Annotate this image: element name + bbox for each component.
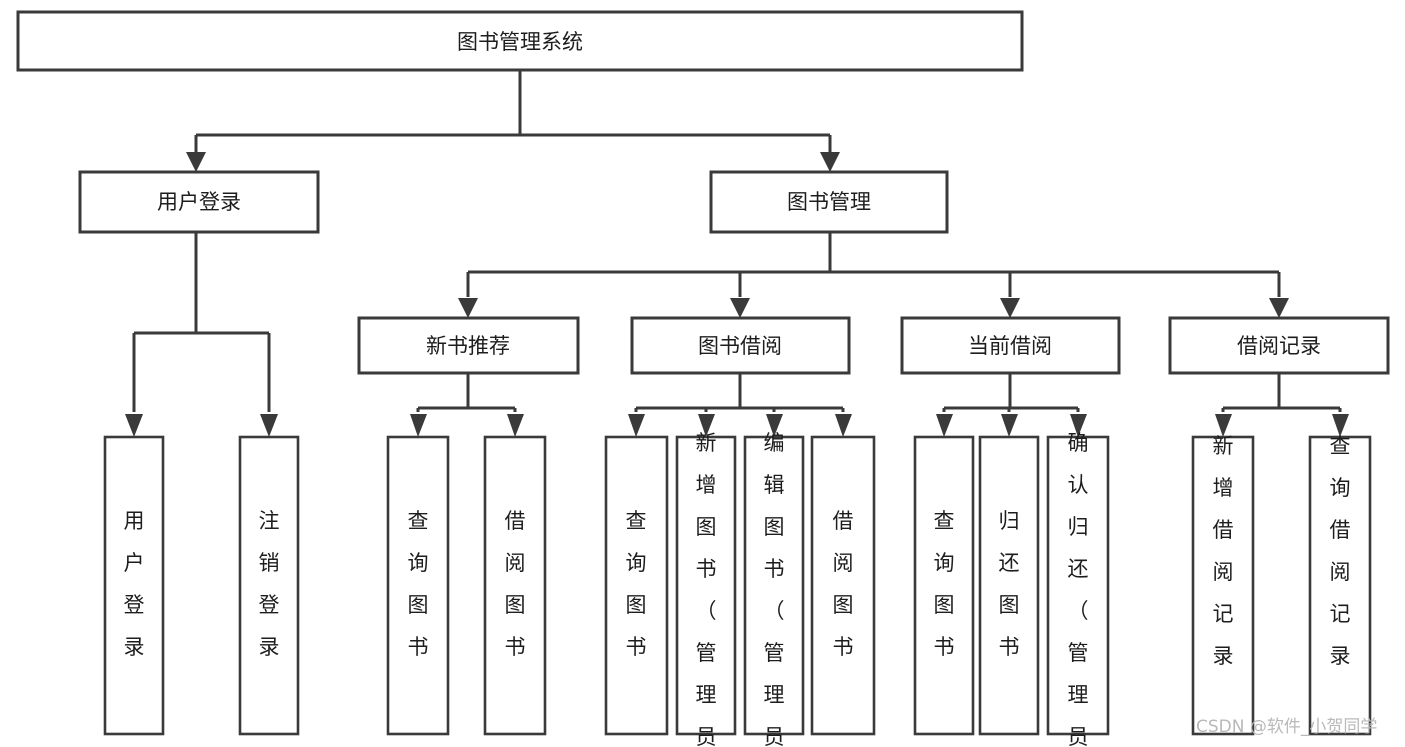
node-new-book-recommend-label: 新书推荐: [426, 334, 510, 358]
node-book-manage-box[interactable]: [709, 170, 949, 234]
leaf-logout-box[interactable]: [238, 435, 300, 736]
leaf-bookborrow-query-label: 查询图书: [626, 509, 647, 659]
leaf-borrowrecord-add-label: 新增借阅记录: [1213, 434, 1234, 668]
node-user-login[interactable]: 用户登录: [78, 170, 320, 234]
leaf-node[interactable]: 查询图书: [913, 435, 975, 736]
leaf-newbook-borrow-label: 借阅图书: [505, 509, 526, 659]
node-book-borrow-box[interactable]: [630, 316, 851, 375]
leaf-bookborrow-edit-label: 编辑图书（管理员）: [764, 431, 785, 747]
arrowhead-borrowrecord-leaf-2: [1332, 414, 1349, 437]
node-user-login-box[interactable]: [78, 170, 320, 234]
arrowhead-to-l2-2: [730, 298, 750, 318]
leaf-node[interactable]: 新增借阅记录: [1191, 434, 1255, 736]
leaf-node[interactable]: 借阅图书: [810, 435, 876, 736]
node-new-book-recommend[interactable]: 新书推荐: [357, 316, 580, 375]
arrowhead-borrowrecord-leaf-1: [1215, 414, 1232, 437]
leaf-node[interactable]: 归还图书: [978, 435, 1040, 736]
node-borrow-record[interactable]: 借阅记录: [1168, 316, 1390, 375]
leaf-newbook-borrow-box[interactable]: [483, 435, 547, 736]
leaf-newbook-query-box[interactable]: [386, 435, 450, 736]
watermark-label: CSDN @软件_小贺同学: [1196, 717, 1377, 737]
arrowhead-to-book-manage: [820, 152, 840, 172]
leaf-newbook-query-label: 查询图书: [408, 509, 429, 659]
leaf-bookborrow-borrow-box[interactable]: [810, 435, 876, 736]
leaf-user-login-box[interactable]: [103, 435, 165, 736]
leaf-logout-label: 注销登录: [259, 509, 280, 659]
leaf-node[interactable]: 查询图书: [604, 435, 669, 736]
node-book-borrow-label: 图书借阅: [698, 334, 782, 358]
leaf-node[interactable]: 借阅图书: [483, 435, 547, 736]
leaf-node[interactable]: 查询借阅记录: [1308, 434, 1372, 736]
node-borrow-record-box[interactable]: [1168, 316, 1390, 375]
leaf-currentborrow-confirm-box[interactable]: [1046, 435, 1110, 736]
arrowhead-to-l2-1: [458, 298, 478, 318]
leaf-node[interactable]: 查询图书: [386, 435, 450, 736]
arrowhead-layer: [125, 152, 1349, 437]
node-current-borrow-label: 当前借阅: [968, 334, 1052, 358]
node-root-box[interactable]: [16, 10, 1024, 72]
arrowhead-currentborrow-leaf-2: [1001, 414, 1018, 437]
leaf-currentborrow-return-label: 归还图书: [999, 509, 1020, 659]
arrowhead-currentborrow-leaf-1: [936, 414, 953, 437]
node-borrow-record-label: 借阅记录: [1237, 334, 1321, 358]
node-book-borrow[interactable]: 图书借阅: [630, 316, 851, 375]
leaf-node[interactable]: 确认归还（管理员）: [1046, 431, 1110, 747]
leaf-bookborrow-query-box[interactable]: [604, 435, 669, 736]
arrowhead-currentborrow-leaf-3: [1070, 414, 1087, 437]
arrowhead-to-user-login: [186, 152, 206, 172]
node-user-login-label: 用户登录: [157, 190, 241, 214]
leaf-node[interactable]: 新增图书（管理员）: [675, 431, 737, 747]
leaf-currentborrow-query-box[interactable]: [913, 435, 975, 736]
arrowhead-userlogin-leaf-1: [125, 414, 143, 437]
arrowhead-bookborrow-leaf-3: [766, 414, 783, 437]
connector-layer: [132, 70, 1342, 412]
arrowhead-bookborrow-leaf-1: [628, 414, 645, 437]
arrowhead-newbook-leaf-1: [410, 414, 427, 437]
leaf-currentborrow-confirm-label: 确认归还（管理员）: [1068, 431, 1089, 747]
leaf-node[interactable]: 注销登录: [238, 435, 300, 736]
node-book-manage[interactable]: 图书管理: [709, 170, 949, 234]
leaf-bookborrow-edit-box[interactable]: [743, 435, 805, 736]
leaf-bookborrow-add-box[interactable]: [675, 435, 737, 736]
leaf-bookborrow-add-label: 新增图书（管理员）: [696, 431, 717, 747]
leaf-node[interactable]: 编辑图书（管理员）: [743, 431, 805, 747]
arrowhead-to-l2-4: [1269, 298, 1289, 318]
node-new-book-recommend-box[interactable]: [357, 316, 580, 375]
arrowhead-bookborrow-leaf-2: [698, 414, 715, 437]
leaf-borrowrecord-add-box[interactable]: [1191, 435, 1255, 736]
node-current-borrow-box[interactable]: [900, 316, 1121, 375]
node-root-label: 图书管理系统: [457, 30, 583, 54]
leaf-bookborrow-borrow-label: 借阅图书: [833, 509, 854, 659]
node-book-manage-label: 图书管理: [787, 190, 871, 214]
leaf-borrowrecord-query-box[interactable]: [1308, 435, 1372, 736]
arrowhead-newbook-leaf-2: [507, 414, 524, 437]
leaf-currentborrow-return-box[interactable]: [978, 435, 1040, 736]
arrowhead-bookborrow-leaf-4: [835, 414, 852, 437]
node-root[interactable]: 图书管理系统: [16, 10, 1024, 72]
arrowhead-userlogin-leaf-2: [260, 414, 278, 437]
leaf-currentborrow-query-label: 查询图书: [934, 509, 955, 659]
arrowhead-to-l2-3: [1000, 298, 1020, 318]
node-current-borrow[interactable]: 当前借阅: [900, 316, 1121, 375]
leaf-borrowrecord-query-label: 查询借阅记录: [1330, 434, 1351, 668]
leaf-user-login-label: 用户登录: [124, 509, 145, 659]
leaf-node[interactable]: 用户登录: [103, 435, 165, 736]
